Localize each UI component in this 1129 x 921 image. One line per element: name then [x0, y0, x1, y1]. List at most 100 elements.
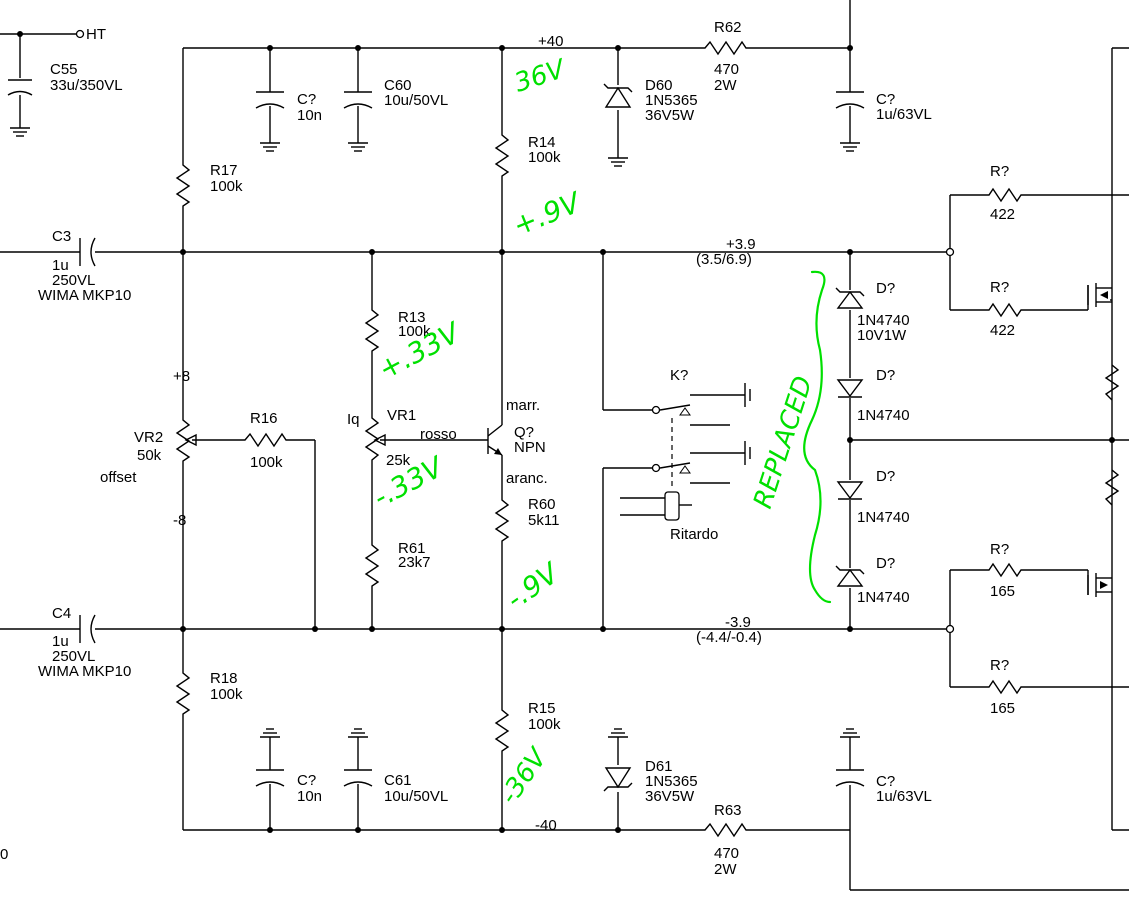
- r13-ref: R13: [398, 309, 426, 326]
- c3-ref: C3: [52, 228, 71, 245]
- r-d-ref: R?: [990, 657, 1009, 674]
- ritardo-label: Ritardo: [670, 526, 718, 543]
- c4-type: WIMA MKP10: [38, 663, 131, 680]
- vr2-value: 50k: [137, 447, 162, 464]
- c-top-left-value: 10n: [297, 107, 322, 124]
- c-bot-right-ref: C?: [876, 773, 895, 790]
- diode-symbols: [603, 83, 865, 792]
- iq-label: Iq: [347, 411, 360, 428]
- d2-ref: D?: [876, 367, 895, 384]
- d60-rating: 36V5W: [645, 107, 695, 124]
- d1-ref: D?: [876, 280, 895, 297]
- r63-rating: 2W: [714, 861, 737, 878]
- node-minus8: -8: [173, 512, 186, 529]
- d2-value: 1N4740: [857, 407, 910, 424]
- d61-value: 1N5365: [645, 773, 698, 790]
- r17-ref: R17: [210, 162, 238, 179]
- d4-ref: D?: [876, 555, 895, 572]
- r63-ref: R63: [714, 802, 742, 819]
- c60-value: 10u/50VL: [384, 92, 448, 109]
- d61-rating: 36V5W: [645, 788, 695, 805]
- r-b-value: 422: [990, 322, 1015, 339]
- wiring: [0, 0, 1129, 891]
- q-value: NPN: [514, 439, 546, 456]
- d4-value: 1N4740: [857, 589, 910, 606]
- r15-ref: R15: [528, 700, 556, 717]
- r-d-value: 165: [990, 700, 1015, 717]
- r-b-ref: R?: [990, 279, 1009, 296]
- c61-value: 10u/50VL: [384, 788, 448, 805]
- vr2-ref: VR2: [134, 429, 163, 446]
- relay-ref: K?: [670, 367, 688, 384]
- capacitor-symbols: [7, 79, 865, 787]
- lower-bias-range: (-4.4/-0.4): [696, 629, 762, 646]
- r18-ref: R18: [210, 670, 238, 687]
- c4-ref: C4: [52, 605, 71, 622]
- q-ref: Q?: [514, 424, 534, 441]
- r-a-ref: R?: [990, 163, 1009, 180]
- c61-ref: C61: [384, 772, 412, 789]
- ht-label: HT: [86, 26, 106, 43]
- r14-ref: R14: [528, 134, 556, 151]
- c3-value: 1u: [52, 257, 69, 274]
- top-rail-voltage: +40: [538, 33, 563, 50]
- c-top-right-ref: C?: [876, 91, 895, 108]
- r-a-value: 422: [990, 206, 1015, 223]
- r16-value: 100k: [250, 454, 283, 471]
- mosfet-symbols: [1087, 283, 1112, 597]
- r-c-ref: R?: [990, 541, 1009, 558]
- r62-ref: R62: [714, 19, 742, 36]
- annotation-minus-36v: -36V: [494, 742, 554, 810]
- c4-rating: 250VL: [52, 648, 95, 665]
- c55-ref: C55: [50, 61, 78, 78]
- c-bot-left-value: 10n: [297, 788, 322, 805]
- r63-value: 470: [714, 845, 739, 862]
- c3-rating: 250VL: [52, 272, 95, 289]
- r16-ref: R16: [250, 410, 278, 427]
- vr1-value: 25k: [386, 452, 411, 469]
- r60-ref: R60: [528, 496, 556, 513]
- c60-ref: C60: [384, 77, 412, 94]
- bottom-rail-voltage: -40: [535, 817, 557, 834]
- r61-ref: R61: [398, 540, 426, 557]
- d60-ref: D60: [645, 77, 673, 94]
- d1-rating: 10V1W: [857, 327, 907, 344]
- relay-symbol: [620, 383, 751, 521]
- wire-marr: marr.: [506, 397, 540, 414]
- annotation-36v: 36V: [511, 54, 571, 99]
- text-labels: HT C55 33u/350VL +40 -40 C? 10n C60 10u/…: [0, 19, 1015, 878]
- r14-value: 100k: [528, 149, 561, 166]
- vr2-note: offset: [100, 469, 137, 486]
- wire-rosso: rosso: [420, 426, 457, 443]
- d60-value: 1N5365: [645, 92, 698, 109]
- r17-value: 100k: [210, 178, 243, 195]
- c55-value: 33u/350VL: [50, 77, 123, 94]
- d61-ref: D61: [645, 758, 673, 775]
- left-edge-label: 0: [0, 846, 8, 863]
- annotation-minus-9v: -.9V: [500, 556, 566, 616]
- d1-value: 1N4740: [857, 312, 910, 329]
- c3-type: WIMA MKP10: [38, 287, 131, 304]
- wire-aranc: aranc.: [506, 470, 548, 487]
- vr1-ref: VR1: [387, 407, 416, 424]
- upper-bias-voltage: +3.9: [726, 236, 756, 253]
- r15-value: 100k: [528, 716, 561, 733]
- r62-value: 470: [714, 61, 739, 78]
- c4-value: 1u: [52, 633, 69, 650]
- r61-value: 23k7: [398, 554, 431, 571]
- c-bot-right-value: 1u/63VL: [876, 788, 932, 805]
- lower-bias-voltage: -3.9: [725, 614, 751, 631]
- r-c-value: 165: [990, 583, 1015, 600]
- r60-value: 5k11: [528, 512, 559, 529]
- r18-value: 100k: [210, 686, 243, 703]
- r62-rating: 2W: [714, 77, 737, 94]
- c-top-left-ref: C?: [297, 91, 316, 108]
- d3-ref: D?: [876, 468, 895, 485]
- upper-bias-range: (3.5/6.9): [696, 251, 752, 268]
- junction-dots: [17, 29, 1115, 833]
- annotation-replaced: REPLACED: [748, 373, 819, 513]
- node-plus8: +8: [173, 368, 190, 385]
- resistor-symbols: [175, 40, 1120, 838]
- c-top-right-value: 1u/63VL: [876, 106, 932, 123]
